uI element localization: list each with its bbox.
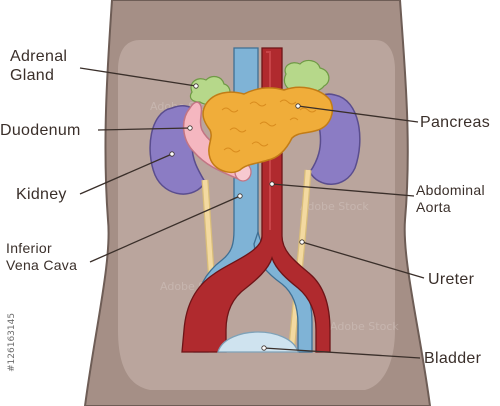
label-adrenal-gland-line2: Gland (10, 67, 54, 84)
ureter-leader-dot (299, 239, 305, 245)
pancreas-leader-dot (295, 103, 301, 109)
label-ureter: Ureter (428, 271, 475, 288)
abdominal-aorta-leader (271, 183, 415, 197)
inferior-vena-cava-leader-dot (237, 193, 243, 199)
adrenal-gland-leader (79, 67, 197, 87)
label-inferior-vena-cava-line2: Vena Cava (6, 257, 77, 273)
label-duodenum: Duodenum (0, 122, 81, 139)
svg-text:Adobe Stock: Adobe Stock (330, 320, 399, 333)
abdominal-aorta (181, 47, 331, 353)
label-adrenal-gland-line1: Adrenal (10, 48, 67, 65)
bladder (217, 331, 299, 353)
pancreas (202, 86, 334, 174)
bladder-leader (263, 347, 421, 359)
inferior-vena-cava-leader (89, 195, 241, 263)
label-inferior-vena-cava-line1: Inferior (6, 240, 52, 256)
label-abdominal-aorta-line1: Abdominal (416, 182, 485, 198)
duodenum-leader (97, 127, 191, 131)
pancreas-leader (297, 105, 419, 123)
aorta-highlight (266, 51, 271, 230)
adrenal-gland-leader-dot (193, 83, 199, 89)
right-ureter-core (289, 169, 311, 346)
label-abdominal-aorta-line2: Aorta (416, 199, 451, 215)
label-kidney: Kidney (16, 186, 67, 203)
bladder-leader-dot (261, 345, 267, 351)
label-bladder: Bladder (424, 350, 482, 367)
duodenum-leader-dot (187, 125, 193, 131)
svg-text:Adobe Stock: Adobe Stock (300, 200, 369, 213)
kidney-leader-dot (169, 151, 175, 157)
abdominal-aorta-leader-dot (269, 181, 275, 187)
stock-id: #126163145 (7, 313, 17, 372)
kidney-leader (79, 153, 173, 195)
ureter-leader (301, 241, 425, 279)
pancreas-texture (221, 99, 317, 153)
label-pancreas: Pancreas (420, 114, 490, 131)
